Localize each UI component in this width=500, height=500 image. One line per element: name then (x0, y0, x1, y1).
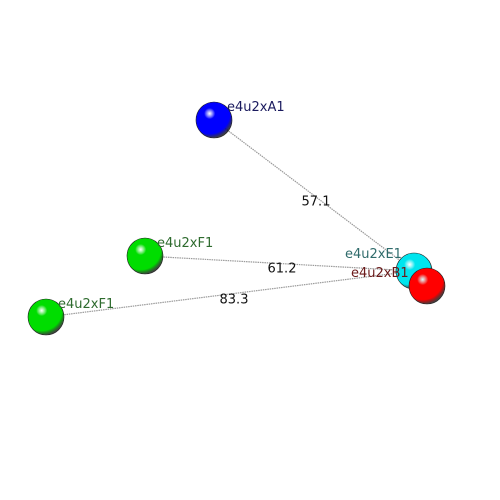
atom-f1b-label: e4u2xF1 (58, 297, 114, 312)
atom-b1-label: e4u2xB1 (351, 266, 409, 281)
atom-b1-sphere[interactable] (408, 267, 446, 305)
distance-label-2: 61.2 (268, 262, 297, 277)
distance-line-1 (213, 119, 415, 272)
distance-label-3: 83.3 (220, 293, 249, 308)
distance-line-2 (144, 255, 415, 272)
atom-f1a-label: e4u2xF1 (157, 236, 213, 251)
atom-a1-sphere[interactable] (195, 101, 233, 139)
labels: 57.1 61.2 83.3 e4u2xA1 e4u2xF1 e4u2xF1 e4u2xE1… (58, 100, 409, 312)
distance-label-1: 57.1 (302, 195, 331, 210)
atoms (27, 101, 446, 336)
atom-a1-label: e4u2xA1 (227, 100, 285, 115)
atom-e1-label: e4u2xE1 (345, 247, 402, 262)
distance-line-3 (45, 270, 415, 318)
atom-f1a-sphere[interactable] (126, 237, 164, 275)
atom-f1b-sphere[interactable] (27, 298, 65, 336)
distance-lines (45, 119, 415, 318)
